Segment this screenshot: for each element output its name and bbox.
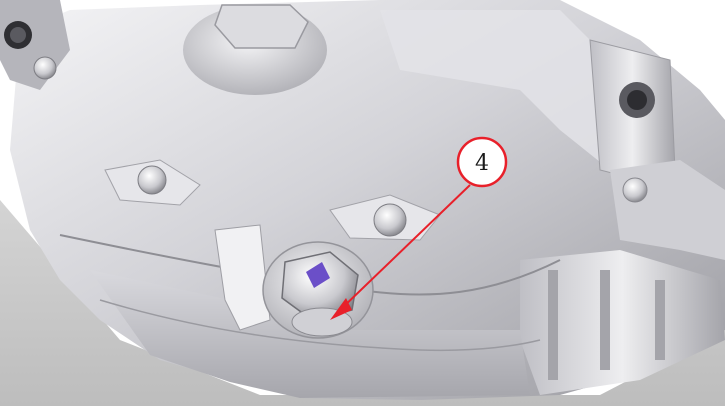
right-ribbed-section [520, 250, 725, 395]
rib-2 [600, 270, 610, 370]
rib-3 [655, 280, 665, 360]
callout-arrowhead [330, 298, 352, 320]
drain-side-bracket [214, 224, 271, 331]
paint-marker [306, 262, 330, 288]
left-flange-bolt [137, 165, 167, 195]
callout-number: 4 [475, 151, 489, 176]
upper-right-rib [380, 10, 610, 170]
upper-left-bolt [33, 56, 57, 80]
lower-edge-line [99, 299, 541, 352]
right-bracket-bolt [622, 177, 648, 203]
rib-1 [548, 270, 558, 380]
threaded-hole-inner [627, 90, 647, 110]
top-hex-cap [214, 4, 309, 49]
floor-surface [0, 200, 725, 406]
center-flange-bolt [373, 203, 407, 237]
callout-circle [456, 136, 508, 188]
left-bracket-hole-inner [10, 27, 26, 43]
callout-leader-line [337, 184, 471, 313]
